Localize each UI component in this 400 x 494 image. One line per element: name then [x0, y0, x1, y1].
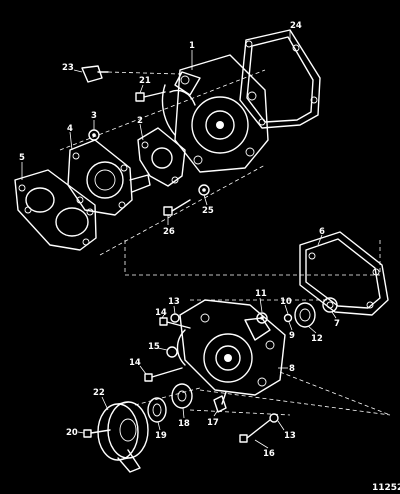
callout-19: 19 [155, 431, 167, 441]
gasket-2 [137, 127, 186, 187]
callout-26: 26 [163, 227, 175, 237]
callout-13-lower: 13 [284, 431, 296, 441]
callout-2: 2 [137, 116, 143, 126]
cover-4 [67, 139, 151, 216]
washer-11 [256, 312, 268, 324]
plug-15 [166, 346, 178, 358]
callout-5: 5 [19, 153, 25, 163]
callout-13-upper: 13 [168, 297, 180, 307]
washer-13b [269, 413, 279, 423]
fitting-23 [81, 65, 109, 83]
washer-13a [170, 313, 180, 323]
hub-18 [171, 383, 193, 409]
callout-4: 4 [67, 124, 73, 134]
bolt-20 [83, 429, 111, 438]
callout-6: 6 [319, 227, 325, 237]
callout-22: 22 [93, 388, 105, 398]
bolt-14a [159, 317, 191, 329]
bolt-16 [239, 419, 271, 443]
bolt-14b [144, 367, 183, 382]
callout-9: 9 [289, 331, 295, 341]
spacer-19 [147, 397, 167, 423]
callout-20: 20 [66, 428, 78, 438]
callout-3: 3 [91, 111, 97, 121]
gasket-24 [239, 29, 321, 129]
callout-10: 10 [280, 297, 292, 307]
gasket-5 [14, 169, 97, 251]
callout-1: 1 [189, 41, 195, 51]
callout-11: 11 [255, 289, 267, 299]
callout-17: 17 [207, 418, 219, 428]
bolt-21 [135, 91, 166, 102]
pump-body-8 [176, 299, 286, 396]
callout-24: 24 [290, 21, 302, 31]
callout-25: 25 [202, 206, 214, 216]
callout-15: 15 [148, 342, 160, 352]
seal-7 [322, 297, 338, 313]
gasket-6 [299, 231, 389, 316]
housing-1 [161, 54, 269, 173]
callout-16: 16 [263, 449, 275, 459]
fitting-17 [213, 391, 227, 413]
fitting-9 [283, 313, 293, 323]
callout-12: 12 [311, 334, 323, 344]
callout-18: 18 [178, 419, 190, 429]
seal-12 [294, 302, 316, 328]
callout-8: 8 [289, 364, 295, 374]
pulley-22 [97, 401, 149, 473]
callout-14-lower: 14 [129, 358, 141, 368]
callout-21: 21 [139, 76, 151, 86]
figure-id: 11252 [372, 483, 400, 493]
callout-7: 7 [334, 319, 340, 329]
callout-23: 23 [62, 63, 74, 73]
nut-3 [88, 129, 100, 141]
callout-14-upper: 14 [155, 308, 167, 318]
nut-25 [198, 184, 210, 196]
